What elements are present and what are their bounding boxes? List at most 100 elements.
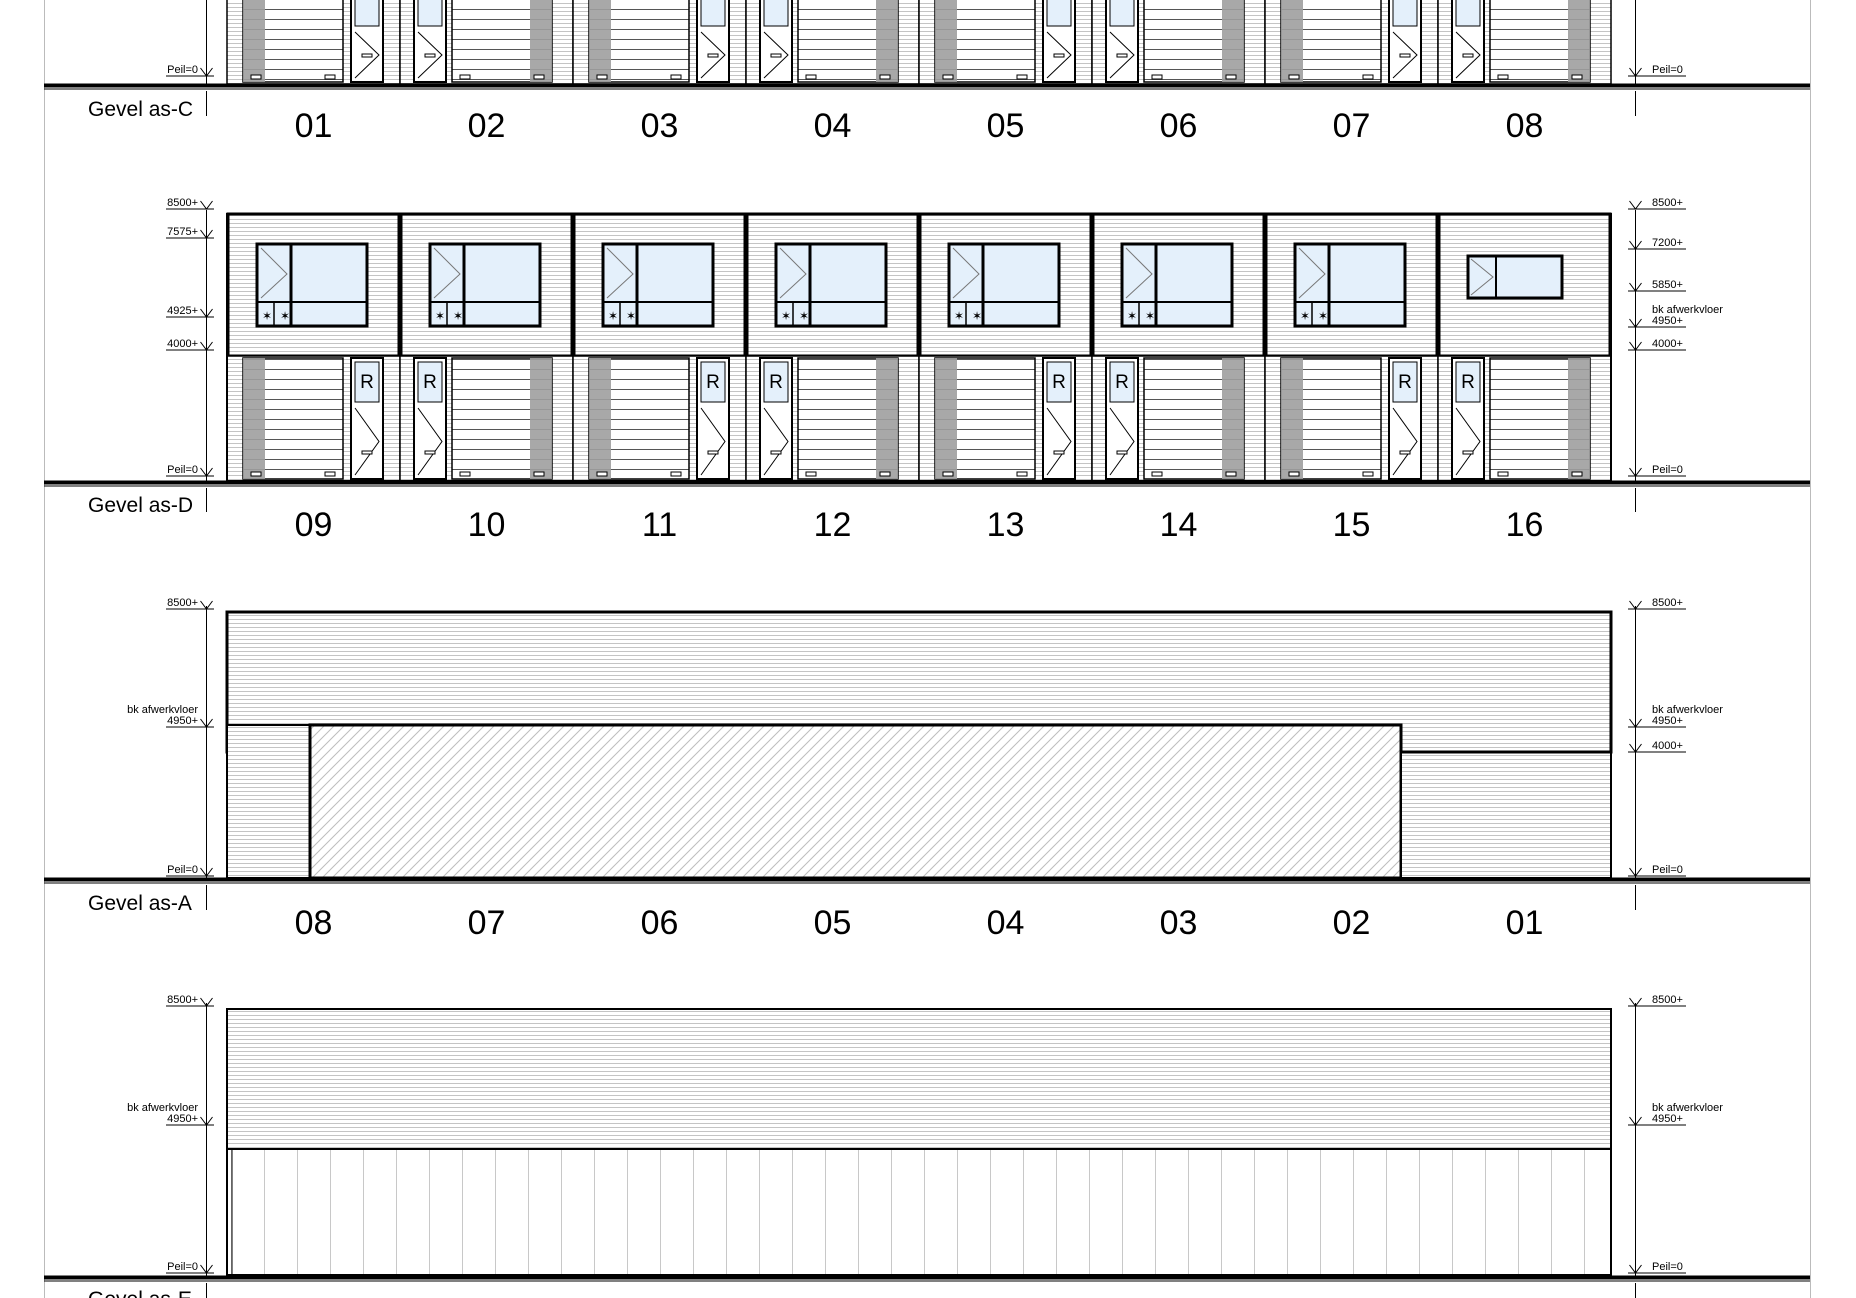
door-handle [1053,53,1065,58]
door-handle-mark [670,471,682,477]
door-glass [1109,361,1135,403]
unit-number: 01 [295,107,333,145]
facade-a-lower-right [1400,751,1612,879]
caption-gevel-c: Gevel as-C [88,98,193,121]
door-swing-mark [763,31,789,79]
level-label: 8500+ [1652,994,1683,1006]
unit-number: 03 [1160,904,1198,942]
door-swing-mark [1392,407,1418,476]
door-handle-mark [1288,74,1300,80]
level-label: 8500+ [167,597,198,609]
door-handle-mark [533,74,545,80]
door-reveal-shade [1222,0,1244,82]
door-handle [1462,450,1474,455]
door-label-r: R [423,372,437,393]
unit-number: 02 [1333,904,1371,942]
door-handle [361,450,373,455]
door-label-r: R [1398,372,1412,393]
door-reveal-shade [1568,0,1590,82]
door-reveal-shade [1568,358,1590,479]
door-handle-mark [942,74,954,80]
door-glass [700,361,726,403]
door-handle-mark [1016,74,1028,80]
door-glass [354,361,380,403]
unit-number: 04 [814,107,852,145]
door-swing-mark [354,407,380,476]
unit-number: 11 [642,506,677,544]
unit-number: 15 [1333,506,1371,544]
window-star-icon: ✶ [972,309,982,323]
door-handle-mark [1151,74,1163,80]
level-label: Peil=0 [167,864,198,876]
level-note: bk afwerkvloer [1652,304,1723,316]
door-handle-mark [1151,471,1163,477]
level-label: 4950+ [1652,715,1683,727]
door-swing-mark [700,31,726,79]
facade-a-lower-left [226,724,311,879]
door-handle-mark [250,471,262,477]
unit-number: 16 [1506,506,1544,544]
door-reveal-shade [935,358,957,479]
unit-number: 06 [1160,107,1198,145]
door-handle [1053,450,1065,455]
level-label: 8500+ [1652,597,1683,609]
door-glass [417,0,443,27]
door-handle-mark [459,471,471,477]
window-frame [428,242,542,328]
door-handle-mark [250,74,262,80]
door-swing-mark [700,407,726,476]
door-label-r: R [1115,372,1129,393]
window-star-icon: ✶ [280,309,290,323]
door-handle [1116,450,1128,455]
level-label: 4000+ [167,338,198,350]
window-star-icon: ✶ [435,309,445,323]
level-arrow-icon [1629,200,1642,210]
door-handle [424,450,436,455]
window-opening-mark [1298,247,1326,299]
door-handle-mark [879,471,891,477]
level-note: bk afwerkvloer [127,704,198,716]
window-star-icon: ✶ [1300,309,1310,323]
door-handle-mark [1225,74,1237,80]
unit-number: 08 [295,904,333,942]
level-label: 4950+ [167,715,198,727]
window-star-icon: ✶ [781,309,791,323]
door-handle-mark [1362,74,1374,80]
unit-number: 07 [468,904,506,942]
window-opening-mark [779,247,807,299]
door-swing-mark [1046,407,1072,476]
unit-number: 10 [468,506,506,544]
door-swing-mark [354,31,380,79]
door-reveal-shade [876,0,898,82]
unit-number: 01 [1506,904,1544,942]
door-glass [1046,0,1072,27]
door-swing-mark [1392,31,1418,79]
level-label: 4950+ [1652,1113,1683,1125]
door-handle [770,53,782,58]
facade-e-upper [226,1008,1612,1150]
door-handle-mark [533,471,545,477]
door-handle [707,450,719,455]
door-handle-mark [879,74,891,80]
window-opening-mark [260,247,288,299]
door-handle-mark [1362,471,1374,477]
door-label-r: R [1052,372,1066,393]
level-label: 7575+ [167,226,198,238]
door-handle-mark [1288,471,1300,477]
door-reveal-shade [589,358,611,479]
caption-gevel-d: Gevel as-D [88,494,193,517]
door-handle [1116,53,1128,58]
door-handle-mark [805,471,817,477]
window-opening-mark [1125,247,1153,299]
door-glass [1392,0,1418,27]
door-swing-mark [417,31,443,79]
window-star-icon: ✶ [799,309,809,323]
door-swing-mark [1455,407,1481,476]
window-opening-mark [606,247,634,299]
level-label: 8500+ [167,197,198,209]
door-handle-mark [324,471,336,477]
window-opening-mark [952,247,980,299]
door-label-r: R [1461,372,1475,393]
